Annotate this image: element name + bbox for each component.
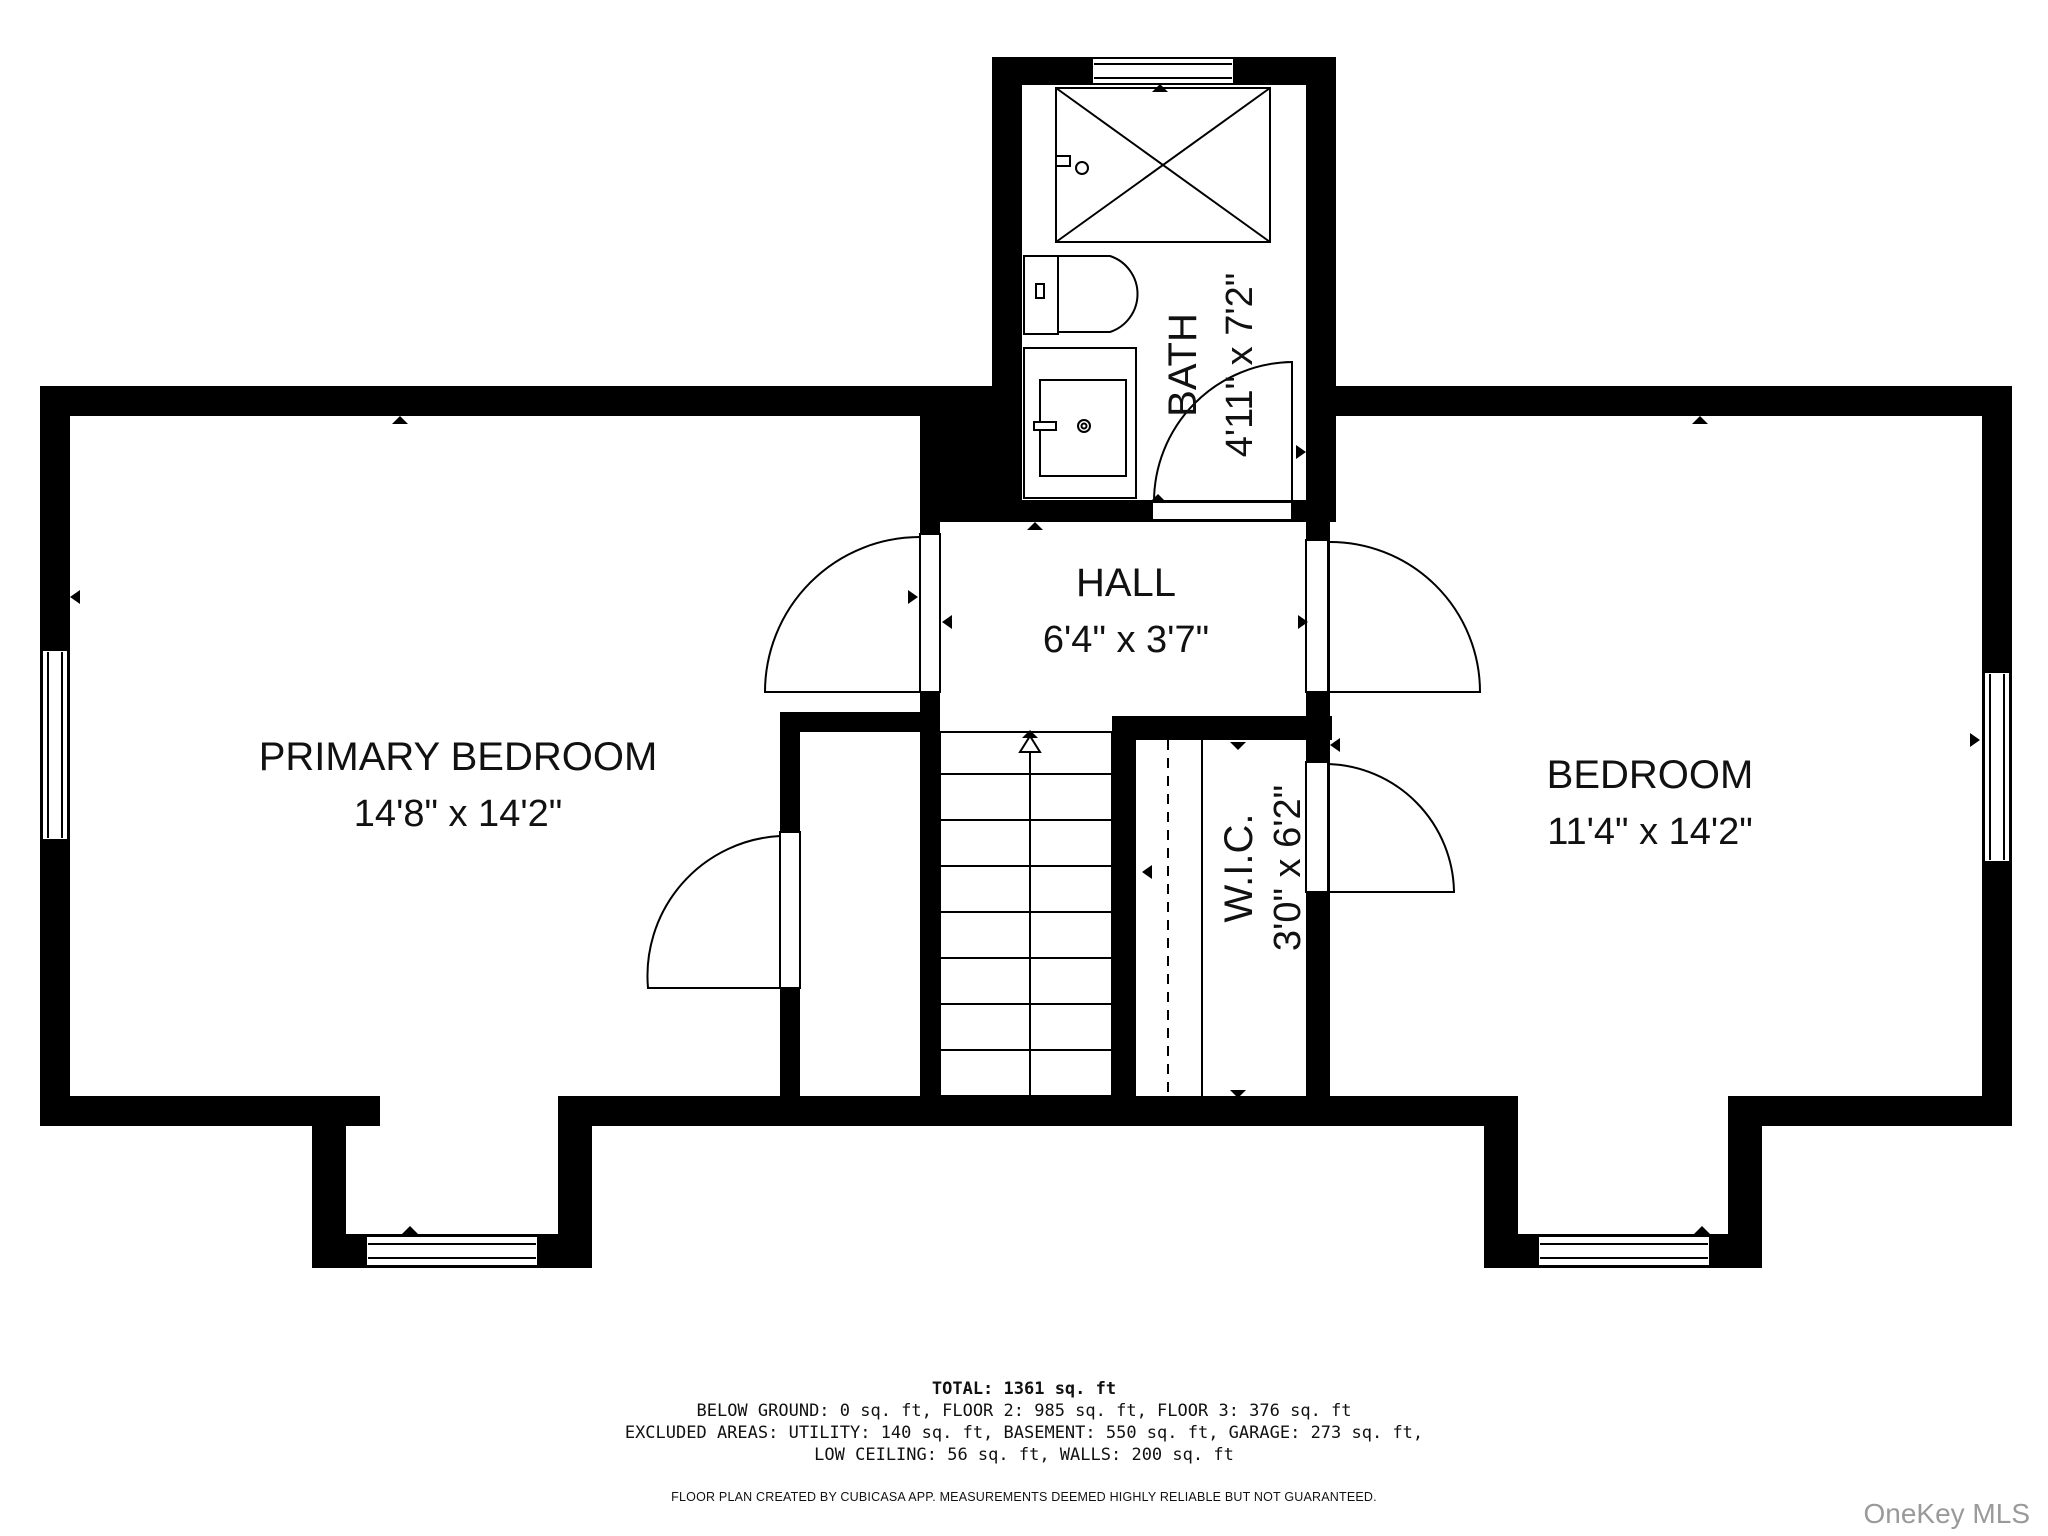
wall <box>1112 716 1332 740</box>
room-size-bath: 4'11" x 7'2" <box>1219 273 1261 457</box>
bath-fixtures <box>1023 87 1271 499</box>
wall <box>780 712 940 732</box>
wall <box>1728 1096 2012 1126</box>
floor-plan-credit: FLOOR PLAN CREATED BY CUBICASA APP. MEAS… <box>671 1490 1377 1504</box>
wall <box>1306 386 2012 416</box>
wic-rod <box>1167 740 1203 1096</box>
window-bath-top <box>1091 57 1235 85</box>
room-name-hall: HALL <box>1076 561 1176 605</box>
door-bath <box>1151 501 1293 521</box>
room-name-bedroom: BEDROOM <box>1547 753 1754 797</box>
wall <box>558 1096 1338 1126</box>
room-name-primary-bedroom: PRIMARY BEDROOM <box>259 735 658 779</box>
wall <box>1112 716 1136 1126</box>
stairs <box>939 731 1113 1097</box>
windows <box>41 57 2011 1267</box>
window-bedroom-right <box>1983 671 2011 863</box>
mls-watermark: OneKey MLS <box>1863 1498 2030 1529</box>
door-primary-closet <box>779 831 801 989</box>
wall <box>1306 57 1336 522</box>
window-bedroom-bottom <box>1537 1235 1711 1267</box>
toilet-bowl <box>1057 255 1139 333</box>
room-size-bedroom: 11'4" x 14'2" <box>1547 811 1753 853</box>
door-bedroom <box>1305 539 1329 693</box>
room-name-wic: W.I.C. <box>1217 814 1261 923</box>
doors <box>646 360 1482 989</box>
room-size-wic: 3'0" x 6'2" <box>1267 785 1309 951</box>
window-primary-bottom <box>365 1235 539 1267</box>
door-wic <box>1305 761 1329 893</box>
wall <box>1300 1096 1518 1126</box>
total-area: TOTAL: 1361 sq. ft <box>931 1379 1117 1399</box>
wall <box>40 386 940 416</box>
room-name-bath: BATH <box>1161 313 1205 417</box>
area-line-2: EXCLUDED AREAS: UTILITY: 140 sq. ft, BAS… <box>624 1423 1424 1443</box>
area-summary: TOTAL: 1361 sq. ft BELOW GROUND: 0 sq. f… <box>0 1378 2048 1466</box>
window-primary-left <box>41 649 69 841</box>
area-line-1: BELOW GROUND: 0 sq. ft, FLOOR 2: 985 sq.… <box>696 1401 1352 1421</box>
room-size-hall: 6'4" x 3'7" <box>1043 619 1209 661</box>
room-size-primary-bedroom: 14'8" x 14'2" <box>354 793 562 835</box>
wall <box>992 57 1022 522</box>
door-primary-bedroom <box>919 533 941 693</box>
area-line-3: LOW CEILING: 56 sq. ft, WALLS: 200 sq. f… <box>814 1445 1234 1465</box>
markers <box>70 84 1980 1234</box>
